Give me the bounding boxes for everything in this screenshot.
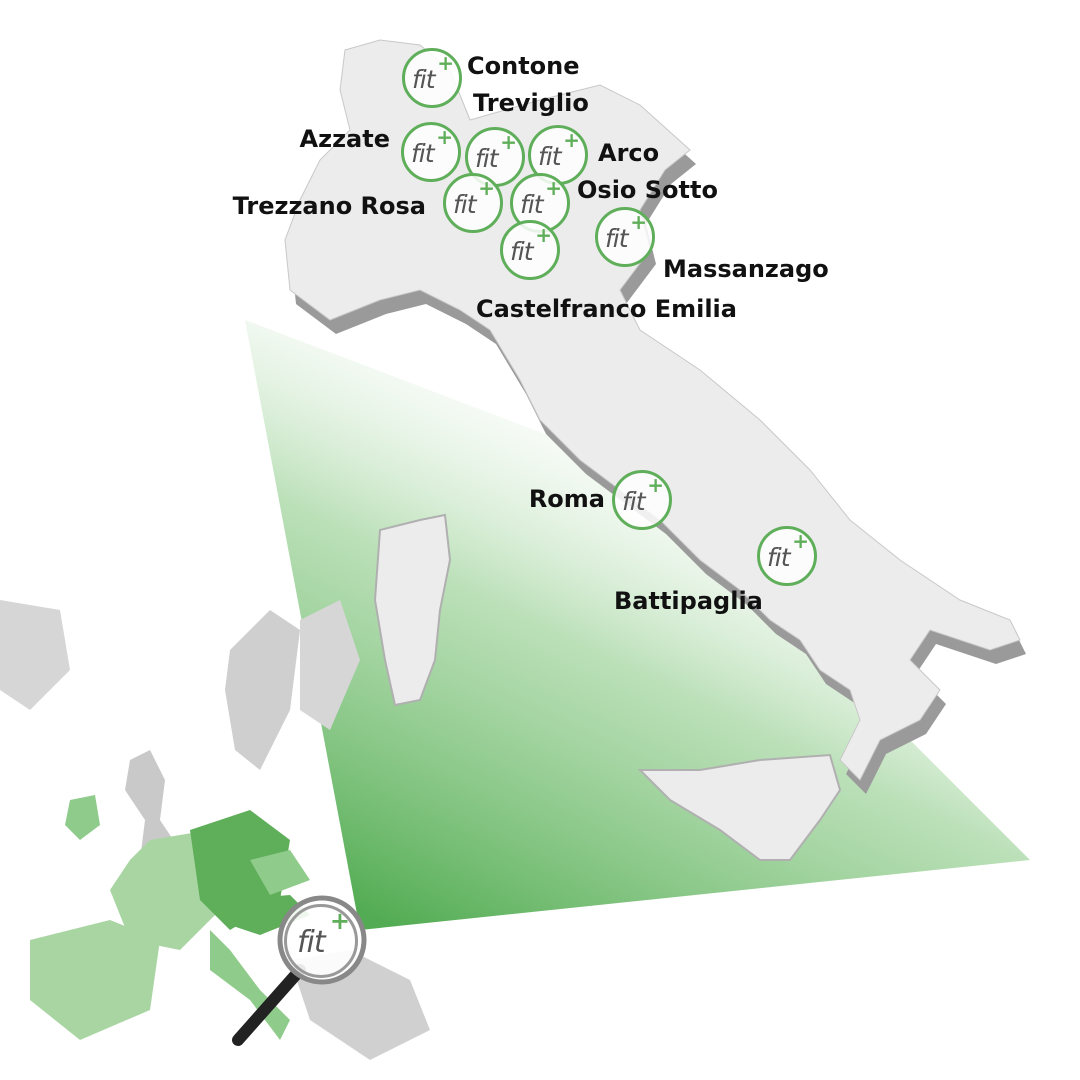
sicily xyxy=(637,753,842,861)
label-castelfranco-emilia: Castelfranco Emilia xyxy=(476,295,737,323)
fit-logo-icon: fit xyxy=(510,237,534,266)
fit-logo-icon: fit xyxy=(297,925,326,960)
fit-logo-icon: fit xyxy=(412,65,436,94)
fit-logo-icon: fit xyxy=(767,543,791,572)
magnifier-logo: fit+ xyxy=(284,904,358,978)
fit-logo-icon: fit xyxy=(411,139,435,168)
sardinia xyxy=(373,513,452,707)
europe-map xyxy=(0,600,430,1060)
label-osio-sotto: Osio Sotto xyxy=(577,176,718,204)
fit-logo-icon: fit xyxy=(520,190,544,219)
label-roma: Roma xyxy=(528,485,605,513)
marker-azzate[interactable]: fit+ xyxy=(401,122,461,182)
label-contone: Contone xyxy=(467,52,580,80)
fit-logo-icon: fit xyxy=(622,487,646,516)
marker-contone[interactable]: fit+ xyxy=(402,48,462,108)
marker-treviglio[interactable]: fit+ xyxy=(465,127,525,187)
label-treviglio: Treviglio xyxy=(473,89,589,117)
fit-logo-icon: fit xyxy=(538,142,562,171)
marker-battipaglia[interactable]: fit+ xyxy=(757,526,817,586)
fit-logo-icon: fit xyxy=(475,144,499,173)
fit-logo-icon: fit xyxy=(453,190,477,219)
label-massanzago: Massanzago xyxy=(663,255,829,283)
marker-castelfranco-emilia[interactable]: fit+ xyxy=(500,220,560,280)
marker-roma[interactable]: fit+ xyxy=(612,470,672,530)
label-arco: Arco xyxy=(598,139,660,167)
label-azzate: Azzate xyxy=(299,125,390,153)
marker-massanzago[interactable]: fit+ xyxy=(595,207,655,267)
marker-trezzano-rosa[interactable]: fit+ xyxy=(443,173,503,233)
fit-logo-icon: fit xyxy=(605,224,629,253)
label-trezzano-rosa: Trezzano Rosa xyxy=(232,192,426,220)
label-battipaglia: Battipaglia xyxy=(614,587,763,615)
